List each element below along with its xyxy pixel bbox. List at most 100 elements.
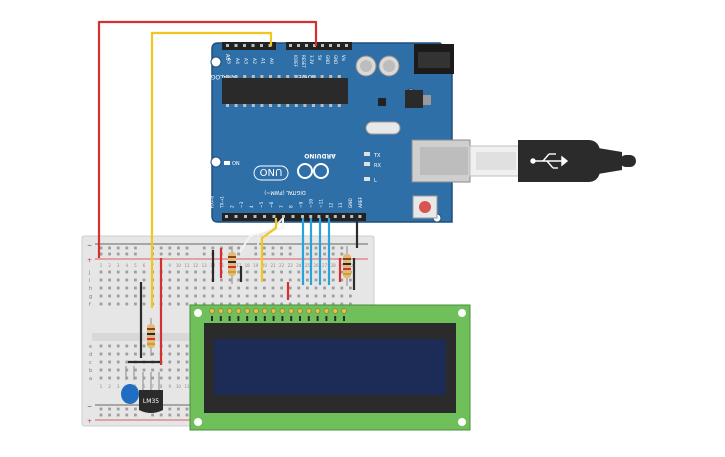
breadboard-hole	[134, 270, 137, 274]
breadboard-hole	[134, 286, 137, 290]
breadboard-hole	[297, 294, 301, 298]
header-pin	[317, 215, 321, 218]
breadboard-hole	[314, 270, 318, 274]
rail-hole	[177, 246, 180, 250]
breadboard-hole	[177, 294, 180, 298]
breadboard-hole	[108, 360, 111, 364]
column-number: 2	[108, 384, 111, 389]
rail-hole	[108, 413, 111, 417]
breadboard-hole	[254, 286, 258, 290]
breadboard-hole	[185, 360, 189, 364]
breadboard-hole	[323, 302, 326, 306]
digital-pin-label: ~3	[239, 201, 245, 208]
breadboard-hole	[314, 286, 318, 290]
power-pin-label: Vin	[341, 55, 346, 62]
breadboard-hole	[194, 302, 197, 306]
header-pin	[297, 44, 300, 47]
tx-label: TX	[373, 153, 381, 159]
rail-hole	[271, 252, 275, 256]
analog-pin-label: A5	[226, 58, 232, 64]
l-led	[364, 177, 370, 181]
chip-pin	[320, 104, 324, 107]
breadboard-hole	[108, 376, 111, 380]
lcd-pin-header	[209, 308, 347, 321]
rail-hole	[211, 246, 215, 250]
breadboard-hole	[142, 302, 146, 306]
breadboard-hole	[271, 270, 275, 274]
breadboard-hole	[271, 302, 275, 306]
column-number: 10	[176, 384, 182, 389]
breadboard-hole	[125, 360, 129, 364]
column-number: 27	[322, 263, 328, 268]
breadboard-hole	[134, 278, 137, 282]
breadboard-hole	[185, 376, 189, 380]
breadboard-hole	[168, 360, 172, 364]
column-number: 1	[100, 263, 103, 268]
wire-white-2	[257, 217, 284, 250]
breadboard-hole	[297, 278, 301, 282]
breadboard-hole	[306, 278, 309, 282]
reset-button-cap[interactable]	[419, 201, 431, 213]
breadboard-hole	[99, 286, 103, 290]
usb-cable-end	[620, 155, 636, 167]
chip-pin	[260, 75, 264, 78]
column-number: 12	[193, 263, 199, 268]
atmega-chip	[222, 78, 348, 104]
breadboard-hole	[177, 376, 180, 380]
breadboard-hole	[168, 376, 172, 380]
breadboard-hole	[185, 286, 189, 290]
breadboard-hole	[306, 302, 309, 306]
breadboard-hole	[134, 376, 137, 380]
breadboard-hole	[177, 368, 180, 372]
breadboard-hole	[297, 302, 301, 306]
bottom-header-pins	[225, 215, 362, 218]
rail-hole	[314, 252, 318, 256]
lcd-pin	[323, 308, 330, 314]
breadboard-hole	[194, 286, 197, 290]
breadboard-hole	[245, 294, 249, 298]
breadboard-hole	[168, 294, 172, 298]
breadboard-hole	[142, 278, 146, 282]
rail-hole	[159, 413, 163, 417]
row-letter: f	[89, 302, 91, 308]
rail-hole	[323, 246, 326, 250]
breadboard-hole	[99, 344, 103, 348]
breadboard-hole	[263, 278, 266, 282]
usb-cable	[469, 140, 636, 182]
lcd-pin-mark	[299, 316, 301, 321]
breadboard-hole	[125, 344, 129, 348]
smd-chip	[378, 98, 386, 106]
breadboard-hole	[108, 270, 111, 274]
lcd-pin	[209, 308, 215, 314]
breadboard-hole	[99, 294, 103, 298]
breadboard-hole	[245, 278, 249, 282]
breadboard-hole	[263, 294, 266, 298]
breadboard-hole	[331, 278, 335, 282]
rail-hole	[125, 246, 129, 250]
breadboard-hole	[99, 302, 103, 306]
breadboard-hole	[194, 270, 197, 274]
rail-hole	[185, 407, 189, 411]
column-number: 1	[100, 384, 103, 389]
uno-badge	[253, 165, 289, 181]
column-number: 21	[270, 263, 276, 268]
digital-pin-label: ~9	[299, 201, 305, 208]
chip-pin	[251, 75, 255, 78]
breadboard-hole	[177, 286, 180, 290]
usb-plug-inner	[476, 152, 516, 170]
rail-hole	[271, 246, 275, 250]
rail-hole	[202, 246, 206, 250]
digital-pin-label: RX←0	[210, 195, 216, 208]
analog-pin-labels: A5	[224, 54, 230, 61]
column-number: 24	[296, 263, 302, 268]
header-pin	[329, 44, 332, 47]
breadboard-hole	[271, 278, 275, 282]
power-pin-label: 5V	[317, 55, 322, 61]
breadboard-hole	[314, 294, 318, 298]
breadboard-hole	[108, 286, 111, 290]
breadboard-hole	[142, 270, 146, 274]
breadboard-hole	[220, 278, 223, 282]
chip-pin	[303, 75, 307, 78]
lcd-pin-mark	[316, 316, 319, 321]
breadboard-hole	[142, 376, 146, 380]
